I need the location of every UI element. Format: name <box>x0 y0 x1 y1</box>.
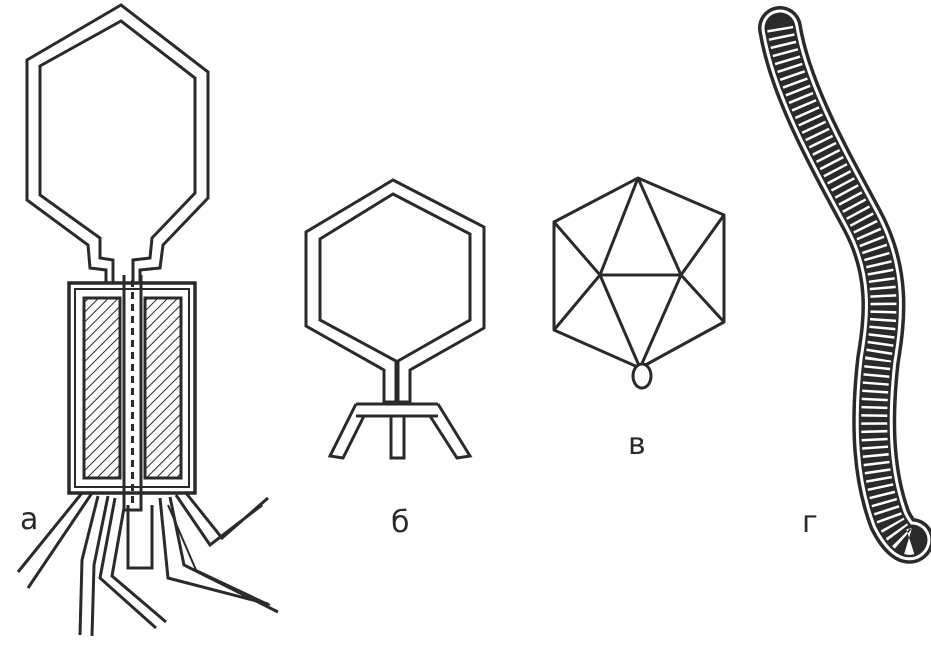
bacteriophage-a <box>16 3 279 637</box>
phage-a-tail-pin <box>126 505 154 570</box>
label-g: г <box>802 505 818 540</box>
icosahedron-tip <box>631 362 653 390</box>
phage-b-baseplate <box>327 402 473 460</box>
label-a: а <box>20 502 39 537</box>
filament-striation <box>767 25 925 555</box>
phage-b-head-inner <box>318 192 472 404</box>
icosahedron-v <box>552 176 726 390</box>
phage-a-sheath-left <box>82 296 122 480</box>
phage-a-head-inner <box>38 19 197 285</box>
label-v: в <box>628 427 646 462</box>
phage-a-sheath-right <box>143 296 183 480</box>
phage-b <box>304 178 486 460</box>
label-b: б <box>391 505 410 540</box>
filamentous-virus-g <box>758 6 931 564</box>
phage-a-baseplate <box>76 491 188 512</box>
icosahedron-outline <box>552 176 726 370</box>
icosahedron-facets <box>552 177 726 369</box>
phage-a-head-outer <box>25 3 210 285</box>
phage-a-tail-fibers <box>16 492 279 637</box>
